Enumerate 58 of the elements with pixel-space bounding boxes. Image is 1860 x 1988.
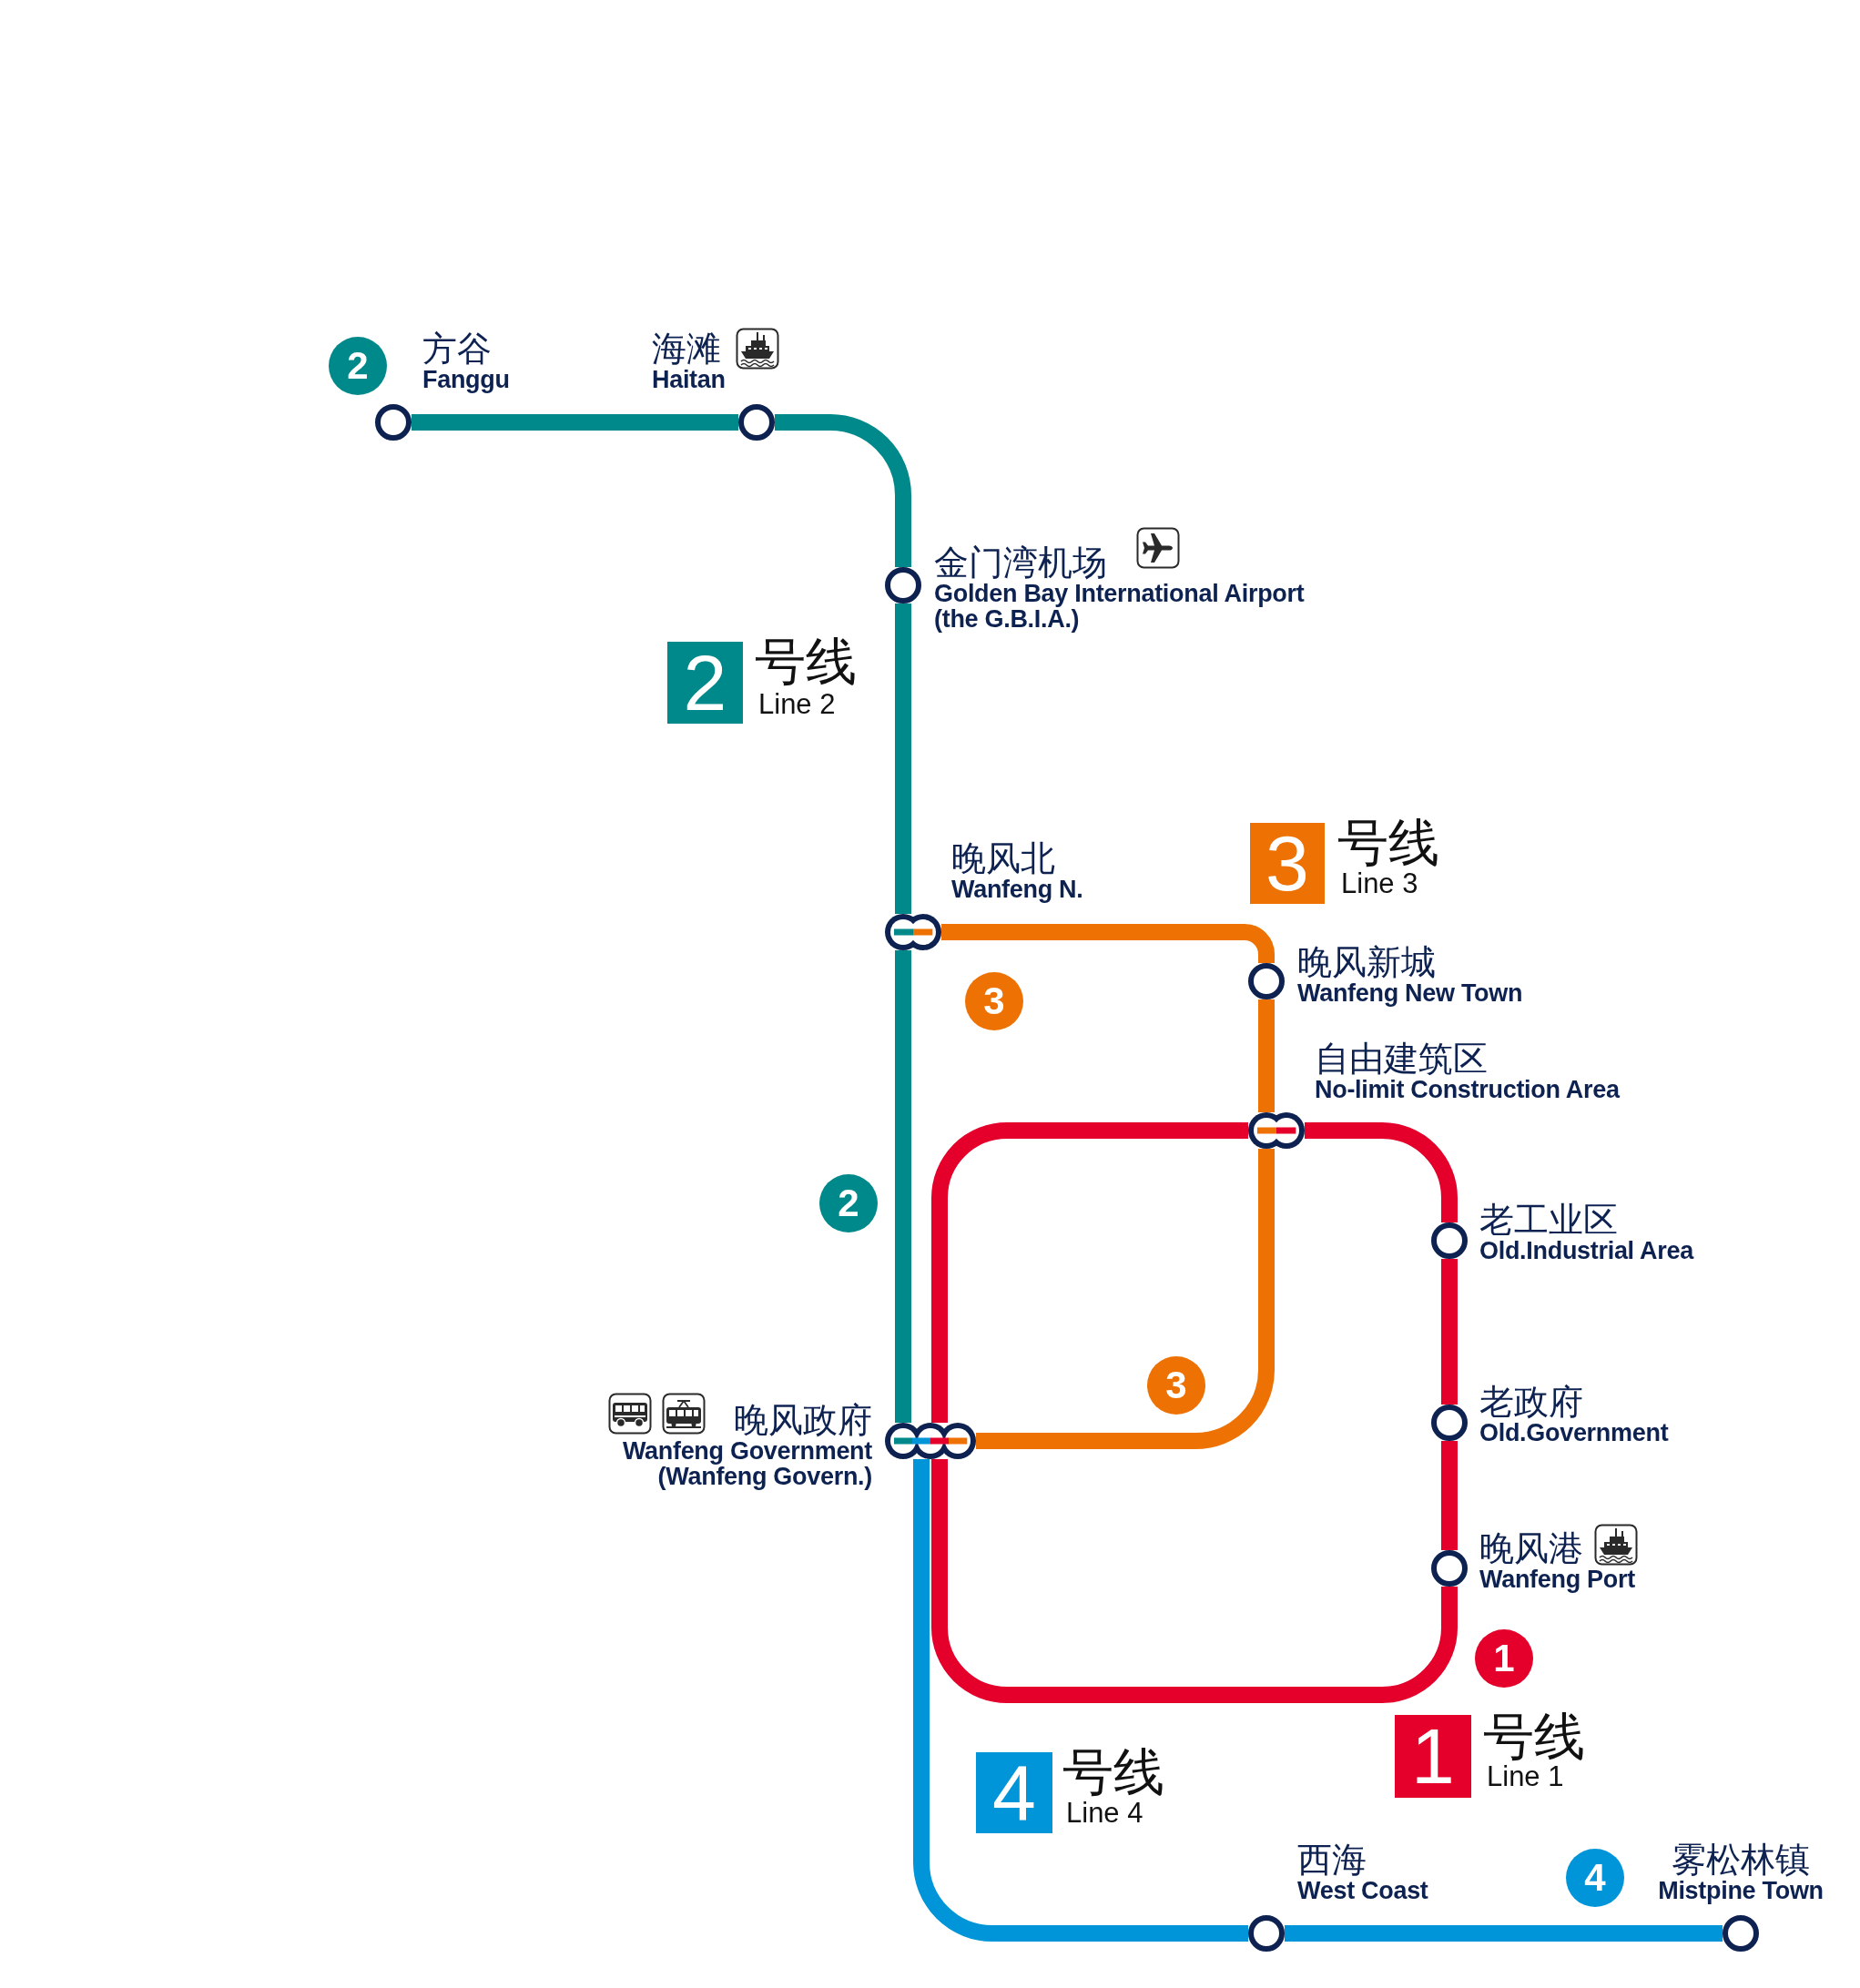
track-line <box>895 950 911 1423</box>
station-english-name: (Wanfeng Govern.) <box>657 1464 872 1489</box>
line-name: Line 2 <box>758 689 836 720</box>
track-line <box>1285 1925 1723 1942</box>
station-english-name: Mistpine Town <box>1658 1878 1824 1903</box>
station-name: 老工业区 <box>1479 1202 1618 1238</box>
station-english-name: No-limit Construction Area <box>1315 1077 1620 1102</box>
station-name: 晚风政府 <box>734 1402 872 1438</box>
line-number-tile: 4 <box>976 1752 1052 1833</box>
station-english-name: Wanfeng Government <box>622 1438 872 1464</box>
station-name: 雾松林镇 <box>1672 1841 1810 1878</box>
line-number-marker: 4 <box>1566 1849 1624 1907</box>
line-number-marker: 1 <box>1475 1629 1533 1688</box>
station-name: 晚风北 <box>951 840 1055 877</box>
track-line <box>1305 1122 1458 1222</box>
line-name-chinese: 号线 <box>1337 816 1439 870</box>
station-english-name: West Coast <box>1297 1878 1428 1903</box>
line-name: Line 3 <box>1341 868 1418 899</box>
line-number-tile: 2 <box>667 642 743 724</box>
station-name: 晚风新城 <box>1297 944 1436 980</box>
station-english-name: Wanfeng New Town <box>1297 980 1523 1006</box>
line-number-tile: 3 <box>1250 823 1325 904</box>
line-name: Line 1 <box>1487 1761 1564 1792</box>
line-number-marker: 3 <box>1147 1356 1205 1415</box>
track-line <box>976 1149 1275 1449</box>
station-name: 方谷 <box>422 330 492 367</box>
station-name: 西海 <box>1297 1841 1367 1878</box>
station-name: 晚风港 <box>1479 1530 1583 1567</box>
line-name-chinese: 号线 <box>1062 1745 1164 1800</box>
track-line <box>775 414 911 567</box>
station-english-name: Golden Bay International Airport <box>934 581 1305 606</box>
track-line <box>1441 1259 1458 1405</box>
track-line <box>913 1459 1248 1942</box>
station-english-name: Wanfeng Port <box>1479 1567 1635 1592</box>
station-name: 老政府 <box>1479 1384 1583 1420</box>
track-line <box>1441 1441 1458 1550</box>
station-english-name: Haitan <box>652 367 726 392</box>
track-line <box>941 924 1275 963</box>
line-number-tile: 1 <box>1395 1715 1471 1798</box>
station-english-name: Wanfeng N. <box>951 877 1083 902</box>
track-line <box>412 414 738 431</box>
station-name: 金门湾机场 <box>934 544 1107 581</box>
track-line <box>895 604 911 914</box>
line-name-chinese: 号线 <box>755 634 857 689</box>
track-line <box>931 1459 1458 1703</box>
track-line <box>1258 999 1275 1112</box>
station-english-name: Fanggu <box>422 367 510 392</box>
station-english-name: Old.Government <box>1479 1420 1669 1445</box>
track-line <box>931 1122 1248 1423</box>
line-name: Line 4 <box>1066 1798 1143 1829</box>
station-name: 自由建筑区 <box>1315 1040 1488 1077</box>
station-english-name: Old.Industrial Area <box>1479 1238 1693 1263</box>
line-name-chinese: 号线 <box>1483 1709 1585 1764</box>
station-english-name: (the G.B.I.A.) <box>934 606 1080 632</box>
line-number-marker: 2 <box>819 1174 878 1232</box>
line-number-marker: 3 <box>965 972 1023 1030</box>
line-number-marker: 2 <box>329 337 387 395</box>
station-name: 海滩 <box>652 330 721 367</box>
